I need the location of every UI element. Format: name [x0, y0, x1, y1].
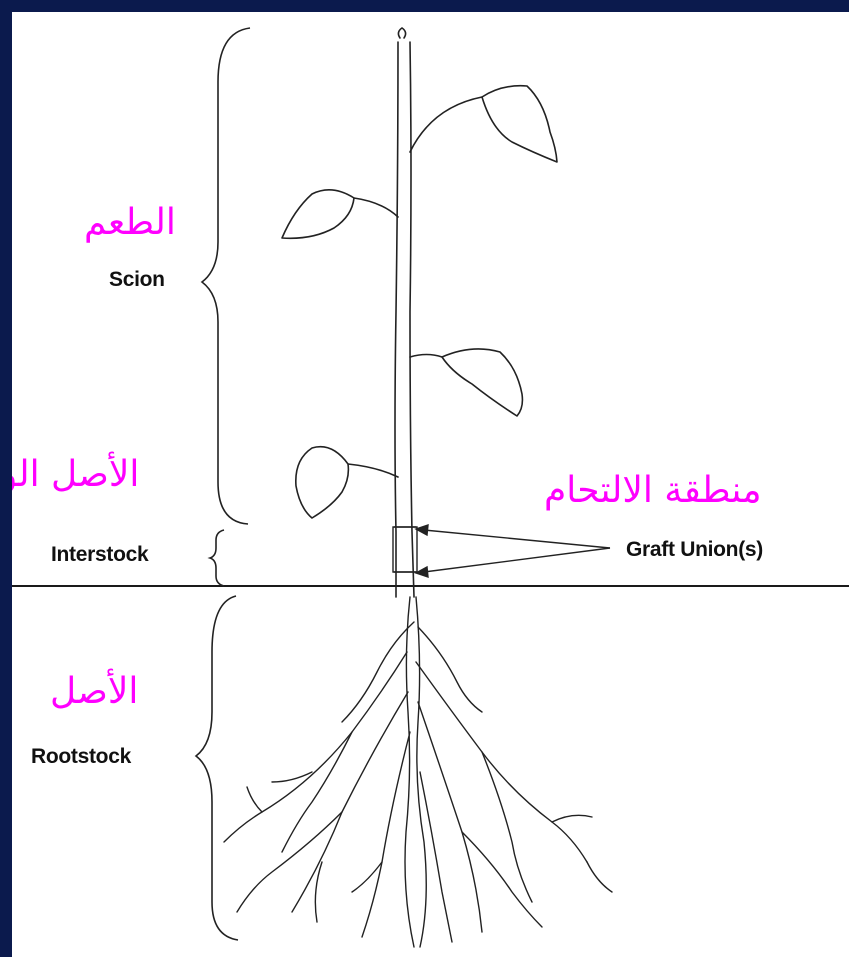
graft-union-pointers — [416, 525, 610, 577]
rootstock-label: Rootstock — [31, 745, 131, 769]
root-system — [224, 597, 612, 947]
interstock-brace — [210, 530, 224, 586]
graft-union-arabic-label: منطقة الالتحام — [544, 473, 762, 509]
interstock-label: Interstock — [51, 543, 148, 567]
plant-stem — [348, 28, 482, 597]
scion-arabic-label: الطعم — [84, 205, 176, 241]
rootstock-brace — [196, 596, 238, 940]
scion-brace — [202, 28, 250, 524]
interstock-arabic-label: الأصل الو — [12, 457, 139, 493]
leaves — [282, 86, 557, 518]
graft-union-label: Graft Union(s) — [626, 538, 763, 562]
diagram-canvas: Scion Interstock Rootstock Graft Union(s… — [12, 12, 849, 957]
rootstock-arabic-label: الأصل — [50, 674, 138, 710]
scion-label: Scion — [109, 268, 165, 292]
